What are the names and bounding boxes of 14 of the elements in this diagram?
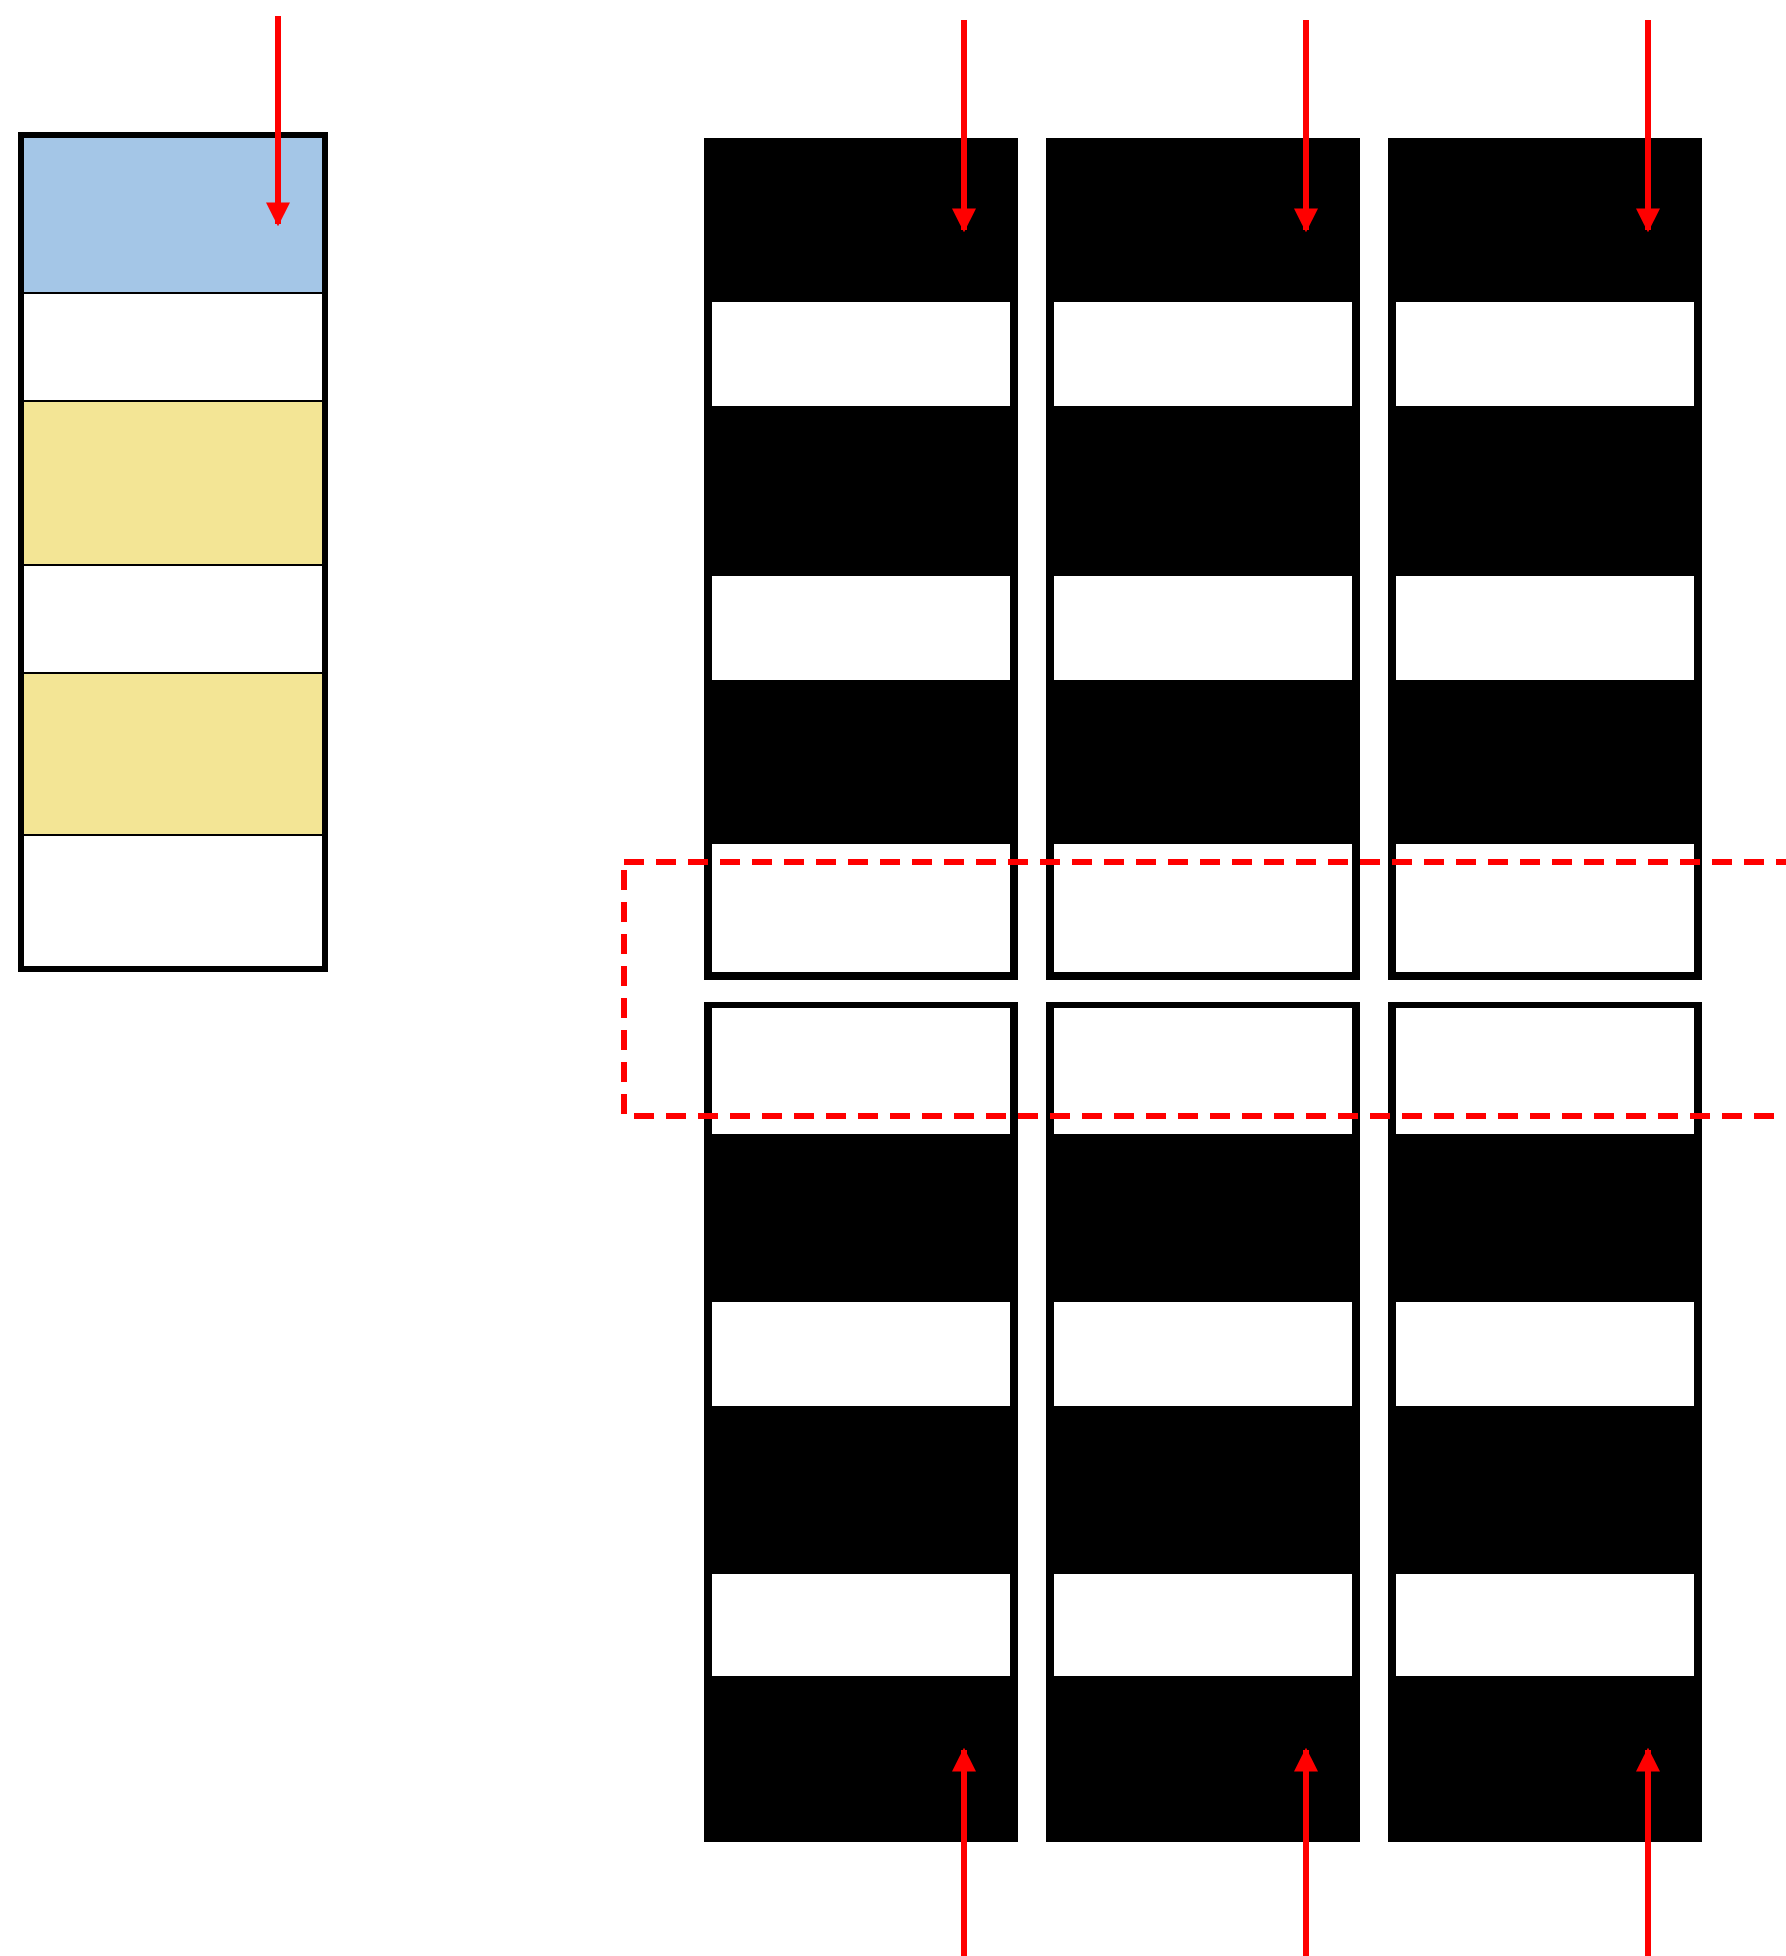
arrow	[1636, 1747, 1660, 1956]
arrow	[1294, 1747, 1318, 1956]
arrow	[1294, 20, 1318, 233]
layer-cell	[24, 138, 322, 294]
dark-segment	[704, 1676, 1018, 1842]
arrow	[266, 16, 290, 227]
dark-segment	[1388, 138, 1702, 302]
dark-segment	[1046, 138, 1360, 302]
arrow	[1636, 20, 1660, 233]
arrow	[952, 1747, 976, 1956]
dark-segment	[1388, 1676, 1702, 1842]
dark-segment	[1046, 1676, 1360, 1842]
arrow	[952, 20, 976, 233]
dark-segment	[704, 138, 1018, 302]
